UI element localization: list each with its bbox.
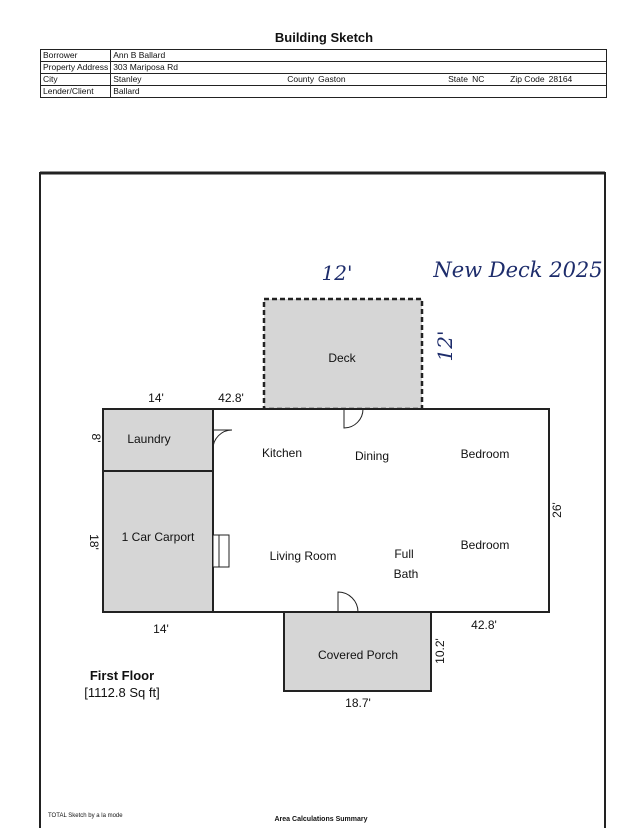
carport-label: 1 Car Carport (122, 530, 195, 544)
full-bath-label-line1: Full (394, 547, 413, 561)
full-bath-label-line2: Bath (394, 567, 419, 581)
carport-area (102, 470, 214, 613)
main-house-area (212, 408, 550, 613)
floor-name: First Floor (90, 668, 154, 683)
dimension-top-left: 14' (148, 391, 164, 405)
bedroom-label-2: Bedroom (461, 538, 510, 552)
dimension-top-main: 42.8' (218, 391, 244, 405)
deck-label: Deck (328, 351, 356, 365)
dimension-right-side: 26' (550, 502, 564, 518)
kitchen-label: Kitchen (262, 446, 302, 460)
handwritten-deck-width: 12' (322, 261, 353, 285)
handwritten-deck-depth: 12' (433, 331, 457, 362)
laundry-door-swing (212, 429, 233, 450)
laundry-label: Laundry (127, 432, 170, 446)
area-summary-heading: Area Calculations Summary (275, 816, 368, 823)
dimension-carport-side: 18' (87, 534, 101, 550)
dimension-bottom-left: 14' (153, 622, 169, 636)
lender-value: Ballard (110, 85, 607, 98)
covered-porch-label: Covered Porch (318, 648, 398, 662)
laundry-area (102, 408, 214, 472)
lender-row: Lender/Client Ballard (40, 85, 607, 98)
dimension-porch-side: 10.2' (433, 638, 447, 664)
dimension-bottom-right: 42.8' (471, 618, 497, 632)
dining-label: Dining (355, 449, 389, 463)
living-room-label: Living Room (270, 549, 337, 563)
page-title: Building Sketch (274, 30, 374, 45)
address-row: Property Address 303 Mariposa Rd (40, 61, 607, 74)
deck-area (262, 297, 424, 411)
dimension-laundry-side: 8' (89, 434, 103, 443)
deck-door-swing (343, 408, 364, 429)
carport-door (212, 534, 230, 568)
floor-area: [1112.8 Sq ft] (84, 685, 159, 700)
dimension-porch-bottom: 18.7' (345, 696, 371, 710)
property-info-table: Borrower Ann B Ballard Property Address … (40, 49, 607, 98)
lender-label: Lender/Client (40, 85, 112, 98)
bedroom-label-1: Bedroom (461, 447, 510, 461)
software-credit: TOTAL Sketch by a la mode (48, 813, 123, 819)
city-row: City Stanley County Gaston State NC Zip … (40, 73, 607, 86)
porch-door-swing (337, 591, 359, 613)
handwritten-note: New Deck 2025 (432, 258, 602, 282)
